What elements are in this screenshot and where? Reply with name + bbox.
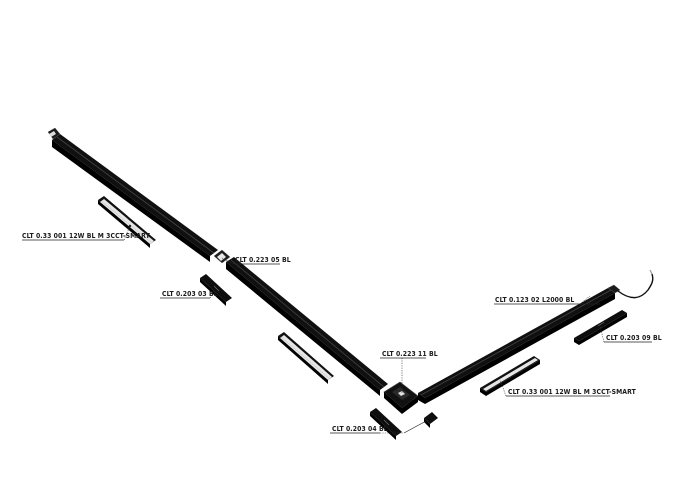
label-left-end-cap: CLT 0.203 03 BL (162, 290, 218, 298)
end-cap-bottom (370, 408, 438, 440)
left-track-upper (47, 127, 218, 262)
label-corner-connector: CLT 0.223 11 BL (382, 350, 438, 358)
label-right-track: CLT 0.123 02 L2000 BL (495, 296, 574, 304)
right-track (418, 284, 621, 404)
label-top-left-lamp: CLT 0.33 001 12W BL M 3CCT-SMART (22, 232, 151, 240)
label-bottom-end-cap: CLT 0.203 04 BL (332, 425, 388, 433)
lamp-middle-left (278, 332, 334, 384)
label-right-end-cap: CLT 0.203 09 BL (606, 334, 662, 342)
end-cap-left (200, 274, 232, 306)
lamp-top-left (98, 196, 156, 248)
label-straight-connector: CLT 0.223 05 BL (235, 256, 291, 264)
label-right-lamp: CLT 0.33 001 12W BL M 3CCT-SMART (508, 388, 637, 396)
straight-connector (213, 249, 231, 264)
lamp-right (480, 356, 540, 396)
leader-lines (22, 224, 652, 434)
left-track-lower (226, 257, 388, 396)
power-cable-icon (617, 273, 654, 299)
end-cap-right (574, 310, 627, 345)
corner-connector (383, 381, 419, 414)
